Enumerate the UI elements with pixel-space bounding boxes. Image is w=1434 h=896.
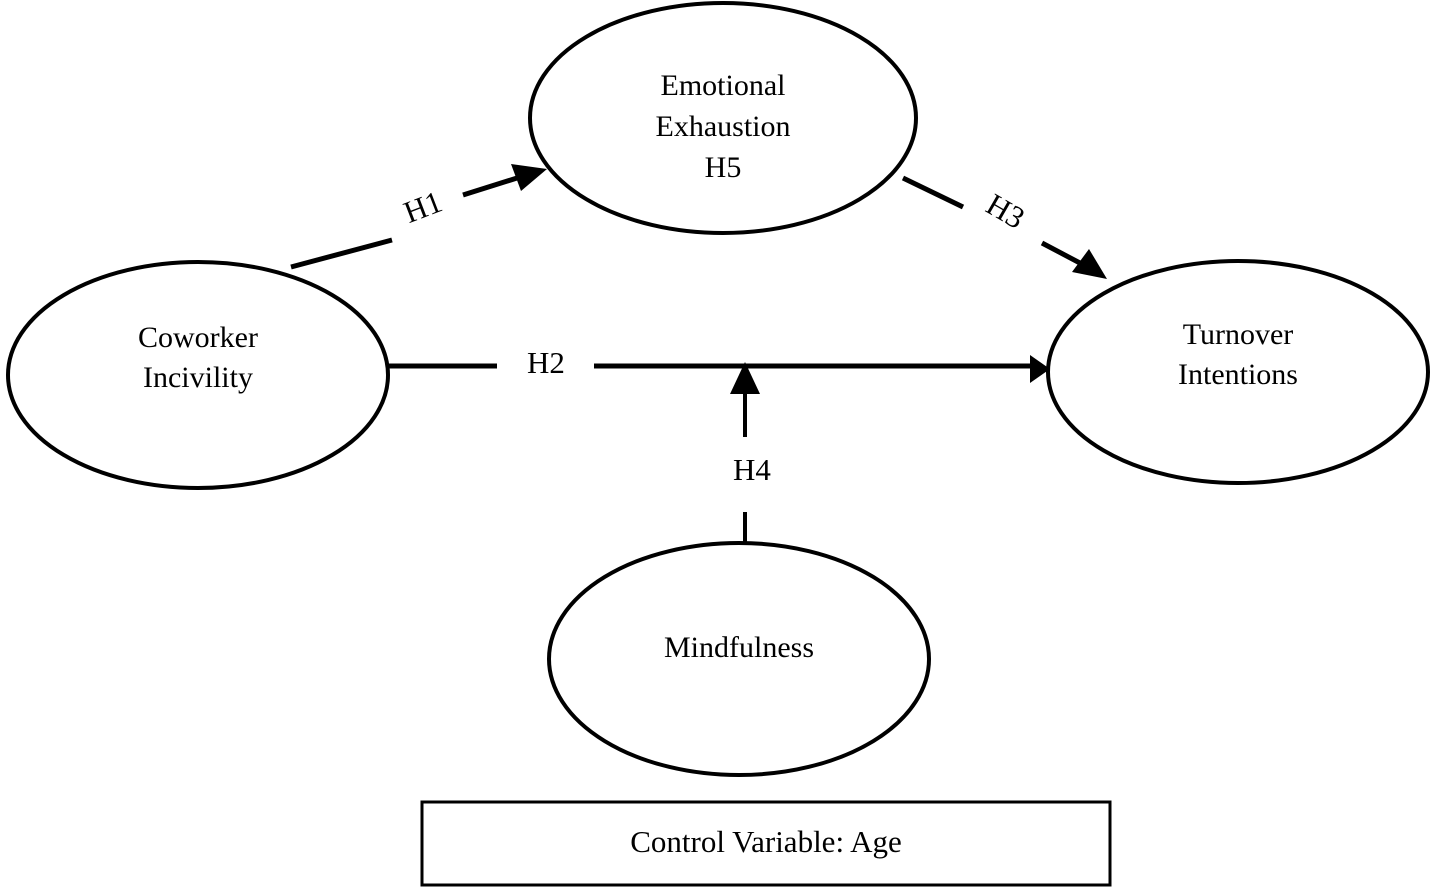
mindfulness-label: Mindfulness [664, 631, 814, 664]
edge-h2[interactable]: H2 [388, 345, 1050, 383]
coworker-incivility-label-line2: Incivility [143, 361, 253, 394]
emotional-exhaustion-ellipse [528, 1, 918, 235]
emotional-exhaustion-label-line2: Exhaustion [656, 110, 791, 143]
node-emotional-exhaustion[interactable]: Emotional Exhaustion H5 [528, 1, 918, 235]
control-variable-label: Control Variable: Age [630, 824, 902, 859]
edge-h4-arrowhead [730, 362, 760, 394]
turnover-intentions-ellipse [1046, 259, 1430, 485]
control-variable-rect [420, 800, 1112, 887]
edge-h3-label: H3 [981, 186, 1031, 235]
control-variable-box[interactable]: Control Variable: Age [420, 800, 1112, 887]
node-coworker-incivility[interactable]: Coworker Incivility [6, 260, 390, 490]
turnover-intentions-label-line1: Turnover [1183, 318, 1294, 351]
turnover-intentions-label-line2: Intentions [1178, 358, 1298, 391]
coworker-incivility-label-line1: Coworker [138, 321, 258, 354]
node-mindfulness[interactable]: Mindfulness [547, 541, 931, 777]
edge-h1-segment-a [290, 237, 393, 270]
edge-h4-label: H4 [733, 452, 771, 487]
edge-h4[interactable]: H4 [730, 362, 771, 546]
coworker-incivility-ellipse [6, 260, 390, 490]
edge-h3-segment-a [901, 175, 965, 210]
edge-h1[interactable]: H1 [290, 164, 547, 270]
edge-h2-arrowhead [1030, 355, 1050, 383]
edge-h3[interactable]: H3 [901, 175, 1107, 279]
edge-h1-arrowhead [511, 164, 547, 191]
mindfulness-ellipse [547, 541, 931, 777]
emotional-exhaustion-label-line1: Emotional [661, 69, 786, 102]
node-turnover-intentions[interactable]: Turnover Intentions [1046, 259, 1430, 485]
edge-h1-label: H1 [399, 184, 447, 230]
emotional-exhaustion-label-h5: H5 [705, 151, 742, 184]
edge-h3-arrowhead [1072, 249, 1107, 279]
edge-h2-label: H2 [527, 345, 565, 380]
